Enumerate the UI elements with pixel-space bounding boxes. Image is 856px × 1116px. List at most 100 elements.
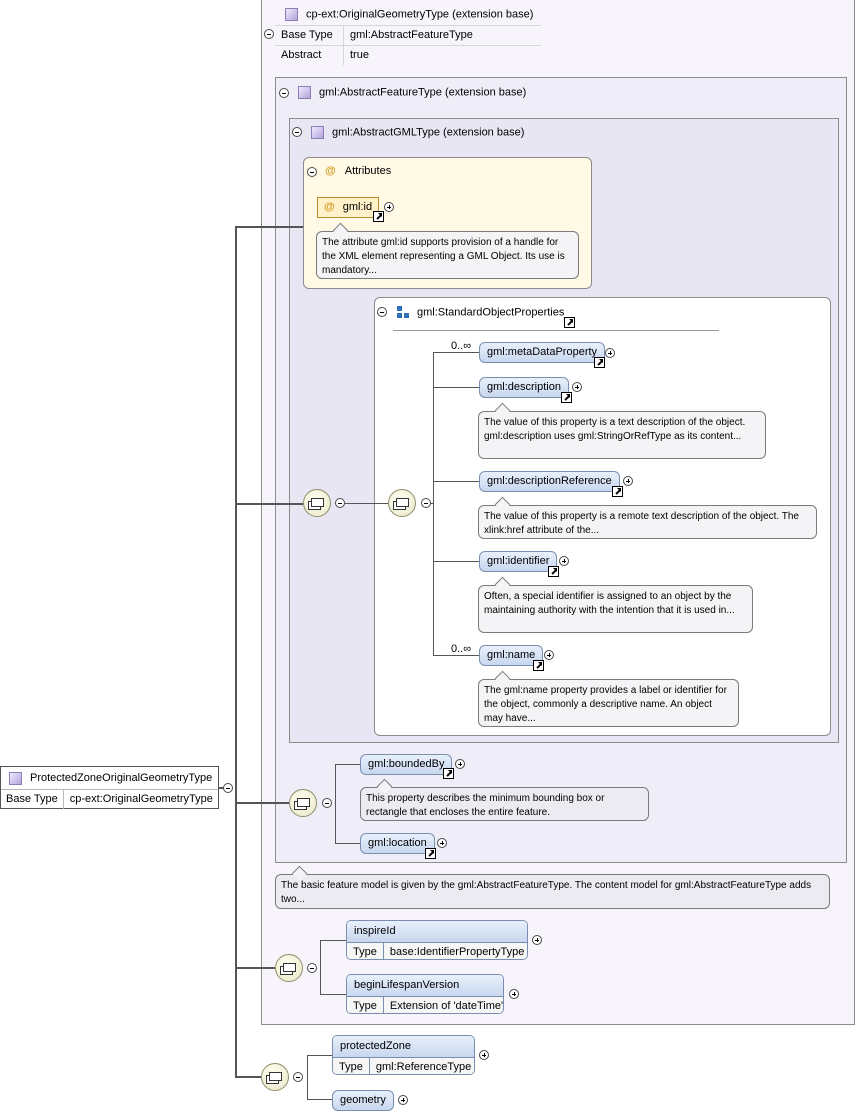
- connector: [433, 561, 479, 562]
- attr-id-box[interactable]: @gml:id: [317, 197, 379, 218]
- root-type-box[interactable]: ProtectedZoneOriginalGeometryType Base T…: [0, 766, 219, 809]
- connector: [433, 655, 479, 656]
- connector: [433, 387, 479, 388]
- element-identifier[interactable]: gml:identifier: [479, 551, 558, 572]
- sequence-compositor-icon[interactable]: [275, 954, 303, 982]
- standard-props-header: gml:StandardObjectProperties: [397, 306, 564, 319]
- attributes-title: Attributes: [344, 165, 392, 177]
- connector: [433, 352, 479, 353]
- reference-link-icon[interactable]: [548, 566, 559, 577]
- expand-geometry-button[interactable]: [398, 1095, 408, 1105]
- element-metadataproperty[interactable]: gml:metaDataProperty: [479, 342, 606, 363]
- abstract-feature-header: gml:AbstractFeatureType (extension base): [298, 86, 526, 99]
- sequence-compositor-icon[interactable]: [303, 489, 331, 517]
- reference-link-icon[interactable]: [533, 660, 544, 671]
- expand-location-button[interactable]: [437, 838, 447, 848]
- connector: [235, 1076, 261, 1078]
- complex-type-icon: [285, 8, 298, 21]
- collapse-ext-base-button[interactable]: [264, 29, 274, 39]
- collapse-sequence-button[interactable]: [307, 963, 317, 973]
- element-location[interactable]: gml:location: [360, 833, 435, 854]
- expand-inspireid-button[interactable]: [532, 935, 542, 945]
- extension-base-title: cp-ext:OriginalGeometryType (extension b…: [306, 8, 534, 21]
- connector: [235, 967, 275, 969]
- attr-id-note: The attribute gml:id supports provision …: [316, 231, 579, 279]
- expand-attr-id-button[interactable]: [384, 202, 394, 212]
- collapse-sequence-button[interactable]: [421, 498, 431, 508]
- connector: [433, 352, 434, 656]
- element-descriptionreference[interactable]: gml:descriptionReference: [479, 471, 620, 492]
- connector: [335, 764, 336, 844]
- attribute-icon: @: [325, 165, 336, 177]
- boundedby-note: This property describes the minimum boun…: [360, 787, 649, 821]
- connector: [345, 503, 388, 504]
- reference-link-icon[interactable]: [564, 317, 575, 328]
- expand-name-button[interactable]: [544, 650, 554, 660]
- protectedzone-title: protectedZone: [333, 1036, 474, 1058]
- attr-id-label: gml:id: [342, 201, 373, 213]
- collapse-abstract-feature-button[interactable]: [279, 88, 289, 98]
- sequence-compositor-icon[interactable]: [289, 789, 317, 817]
- connector: [307, 1055, 308, 1100]
- description-note: The value of this property is a text des…: [478, 411, 766, 459]
- element-geometry[interactable]: geometry: [332, 1090, 394, 1111]
- identifier-note: Often, a special identifier is assigned …: [478, 585, 753, 633]
- expand-beginlifespanversion-button[interactable]: [509, 989, 519, 999]
- element-boundedby[interactable]: gml:boundedBy: [360, 754, 453, 775]
- collapse-sequence-button[interactable]: [335, 498, 345, 508]
- collapse-abstract-gml-button[interactable]: [292, 127, 302, 137]
- expand-boundedby-button[interactable]: [455, 759, 465, 769]
- collapse-sequence-button[interactable]: [293, 1072, 303, 1082]
- expand-metadataproperty-button[interactable]: [605, 348, 615, 358]
- complex-type-icon: [311, 126, 324, 139]
- connector: [430, 503, 434, 504]
- expand-protectedzone-button[interactable]: [479, 1050, 489, 1060]
- connector: [335, 764, 360, 765]
- connector: [218, 787, 224, 789]
- abstract-feature-title: gml:AbstractFeatureType (extension base): [319, 86, 527, 99]
- expand-descriptionreference-button[interactable]: [623, 476, 633, 486]
- group-icon: [397, 306, 411, 319]
- name-note: The gml:name property provides a label o…: [478, 679, 739, 727]
- reference-link-icon[interactable]: [425, 848, 436, 859]
- reference-link-icon[interactable]: [561, 392, 572, 403]
- cardinality-label: 0..∞: [451, 643, 472, 655]
- expand-identifier-button[interactable]: [559, 556, 569, 566]
- element-description[interactable]: gml:description: [479, 377, 569, 398]
- collapse-standard-props-button[interactable]: [377, 307, 387, 317]
- reference-link-icon[interactable]: [373, 211, 384, 222]
- standard-props-title: gml:StandardObjectProperties: [417, 306, 565, 319]
- complex-type-icon: [298, 86, 311, 99]
- connector: [307, 1099, 332, 1100]
- root-type-header: ProtectedZoneOriginalGeometryType: [1, 767, 218, 790]
- abstract-feature-note: The basic feature model is given by the …: [275, 874, 830, 909]
- root-base-type-row: Base Type cp-ext:OriginalGeometryType: [1, 790, 218, 809]
- connector: [335, 843, 360, 844]
- expand-description-button[interactable]: [572, 382, 582, 392]
- collapse-sequence-button[interactable]: [322, 798, 332, 808]
- root-type-title: ProtectedZoneOriginalGeometryType: [30, 772, 213, 784]
- connector: [307, 1055, 332, 1056]
- beginlifespanversion-title: beginLifespanVersion: [347, 975, 503, 997]
- collapse-attributes-button[interactable]: [307, 167, 317, 177]
- connector: [433, 481, 479, 482]
- element-name[interactable]: gml:name: [479, 645, 544, 666]
- header-divider: [393, 330, 719, 331]
- reference-link-icon[interactable]: [443, 768, 454, 779]
- connector: [235, 226, 303, 228]
- reference-link-icon[interactable]: [612, 486, 623, 497]
- abstract-gml-header: gml:AbstractGMLType (extension base): [311, 126, 524, 139]
- connector: [320, 994, 346, 995]
- sequence-compositor-icon[interactable]: [261, 1063, 289, 1091]
- collapse-root-button[interactable]: [223, 783, 233, 793]
- cardinality-label: 0..∞: [451, 340, 472, 352]
- reference-link-icon[interactable]: [594, 357, 605, 368]
- sequence-compositor-icon[interactable]: [388, 489, 416, 517]
